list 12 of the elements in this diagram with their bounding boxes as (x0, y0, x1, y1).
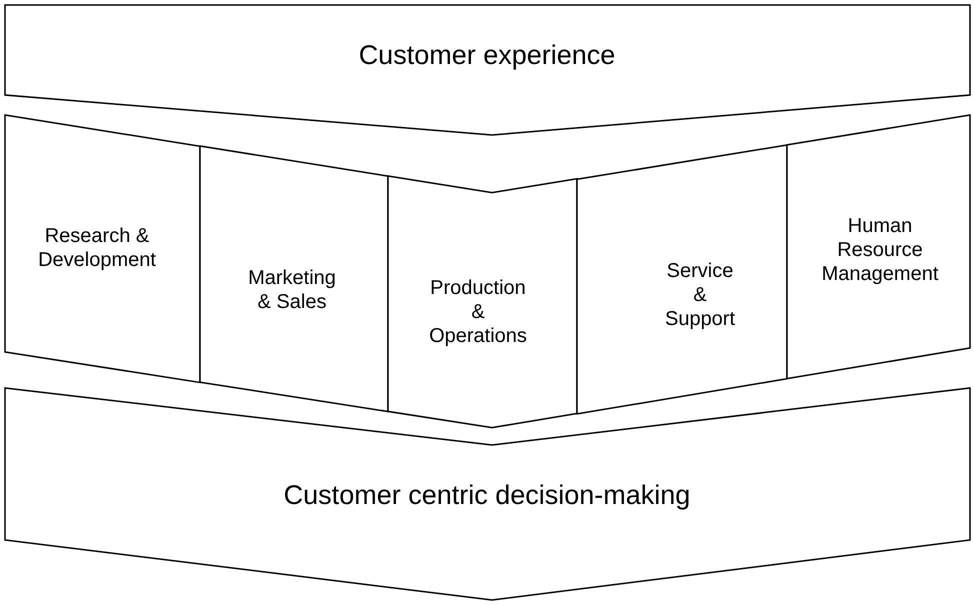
segment-label: Marketing & Sales (248, 266, 336, 314)
segment-label: Research & Development (38, 224, 156, 272)
segment-panel (200, 146, 388, 412)
segment-panel (5, 115, 200, 382)
segment-label: Human Resource Management (822, 214, 938, 286)
segment-label: Service & Support (664, 258, 736, 331)
segment-label: Production & Operations (429, 276, 527, 348)
segment-panel (577, 144, 787, 414)
segment-panel (388, 176, 577, 428)
band-label: Customer centric decision-making (284, 478, 690, 512)
segment-panel (787, 115, 970, 379)
band-label: Customer experience (358, 38, 616, 72)
